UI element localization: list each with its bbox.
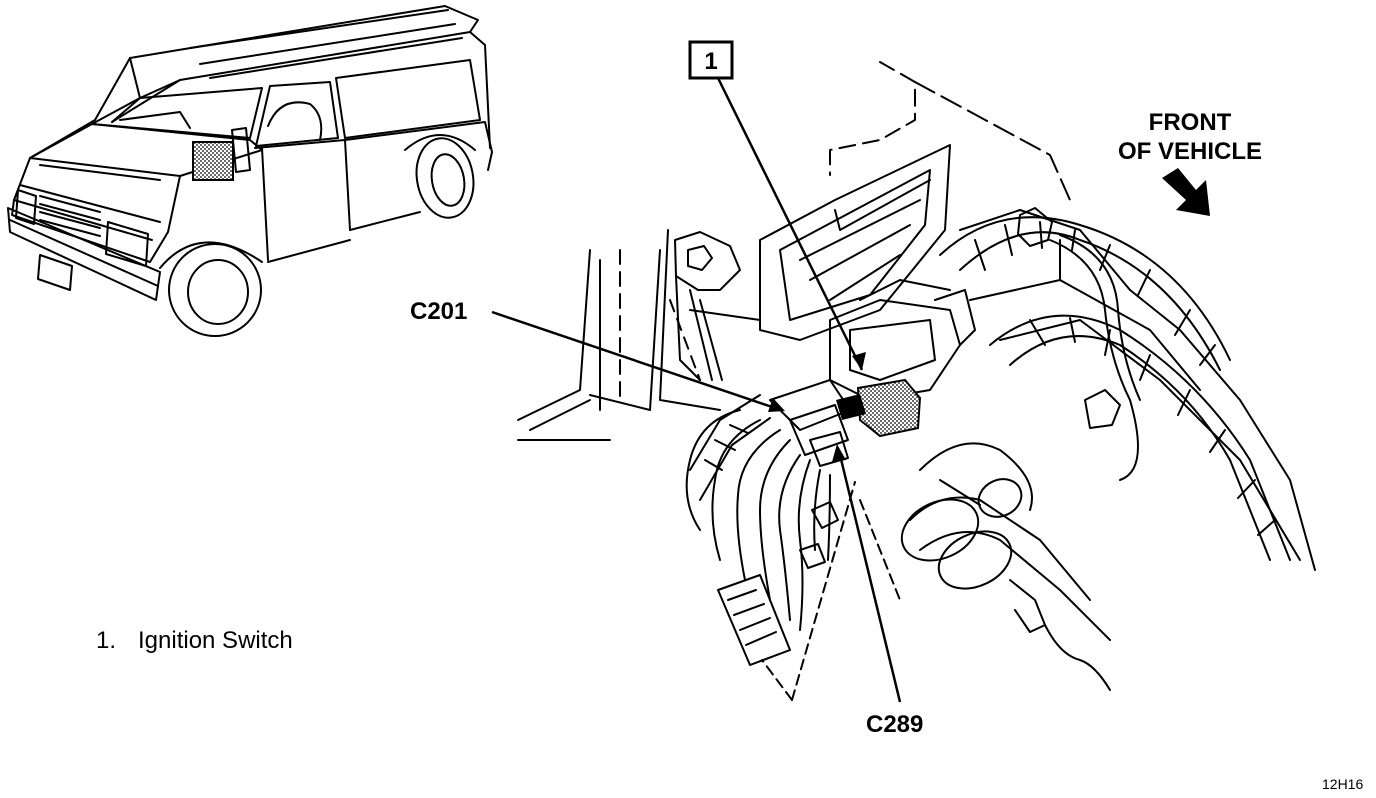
front-label-line1: FRONT [1149,109,1232,136]
van-illustration [7,5,493,337]
arrow-icon [1162,168,1210,216]
front-label-line2: OF VEHICLE [1118,138,1262,165]
connector-highlight [836,394,866,420]
location-highlight [192,141,234,181]
figure-code: 12H16 [1322,776,1363,792]
callout-number: 1 [704,48,717,75]
legend-number: 1. [96,627,116,654]
c289-callout: C289 [832,444,923,738]
c289-label: C289 [866,711,923,738]
legend: 1. Ignition Switch [96,627,293,654]
ignition-switch-highlight [856,378,922,438]
front-of-vehicle-indicator: FRONT OF VEHICLE [1118,109,1262,216]
ignition-switch-drawing [517,61,1316,701]
callout-1: 1 [688,40,866,371]
c201-callout: C201 [410,298,785,412]
legend-text: Ignition Switch [138,627,293,654]
c201-label: C201 [410,298,467,325]
